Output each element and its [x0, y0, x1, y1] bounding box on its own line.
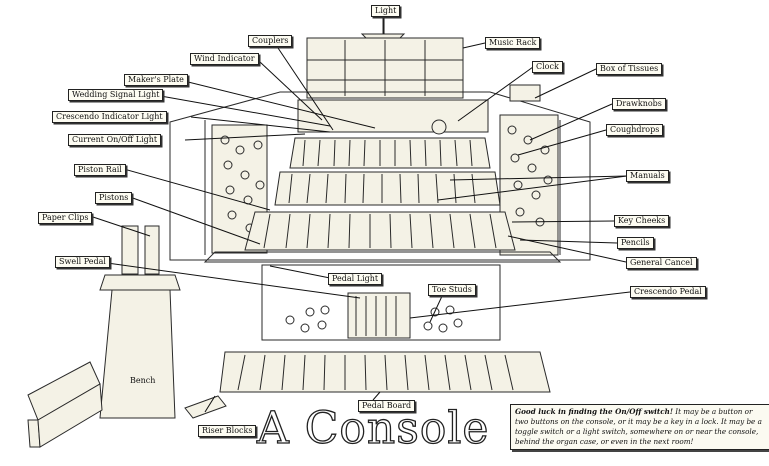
pedal-board-drawing [219, 351, 551, 393]
bench-drawing [99, 225, 181, 419]
label-coughdrops: Coughdrops [606, 124, 664, 136]
label-bench: Bench [130, 376, 156, 385]
lamp-drawing [360, 18, 406, 41]
label-pistons: Pistons [95, 192, 133, 204]
label-current-on-off-light: Current On/Off Light [68, 134, 162, 146]
label-swell-pedal: Swell Pedal [55, 256, 110, 268]
console-case-drawing [169, 84, 591, 261]
label-crescendo-pedal: Crescendo Pedal [630, 286, 706, 298]
label-clock: Clock [532, 61, 563, 73]
label-riser-blocks: Riser Blocks [198, 425, 257, 437]
manuals-drawing [203, 137, 562, 263]
label-paper-clips: Paper Clips [38, 212, 93, 224]
riser-blocks-drawing [184, 395, 227, 419]
diagram-title: A Console [256, 403, 490, 454]
label-music-rack: Music Rack [485, 37, 541, 49]
label-pencils: Pencils [617, 237, 654, 249]
on-off-switch-note: Good luck in finding the On/Off switch! … [510, 404, 769, 450]
label-wind-indicator: Wind Indicator [190, 53, 259, 65]
label-wedding-signal-light: Wedding Signal Light [68, 89, 164, 101]
leader-lines [92, 16, 631, 413]
label-light: Light [371, 5, 401, 17]
label-piston-rail: Piston Rail [74, 164, 126, 176]
label-box-of-tissues: Box of Tissues [596, 63, 663, 75]
label-manuals: Manuals [626, 170, 669, 182]
label-couplers: Couplers [248, 35, 293, 47]
toolbox-drawing [27, 361, 103, 448]
label-drawknobs: Drawknobs [612, 98, 666, 110]
lower-case-drawing [261, 264, 501, 341]
label-pedal-board: Pedal Board [358, 400, 416, 412]
label-pedal-light: Pedal Light [328, 273, 383, 285]
label-toe-studs: Toe Studs [428, 284, 476, 296]
label-key-cheeks: Key Cheeks [614, 215, 670, 227]
note-lead: Good luck in finding the On/Off switch! [515, 407, 673, 416]
label-general-cancel: General Cancel [626, 257, 697, 269]
music-rack-drawing [306, 37, 464, 99]
label-crescendo-indicator-light: Crescendo Indicator Light [52, 111, 167, 123]
label-makers-plate: Maker's Plate [124, 74, 188, 86]
note-body: It may be a button or two buttons on the… [515, 407, 762, 446]
